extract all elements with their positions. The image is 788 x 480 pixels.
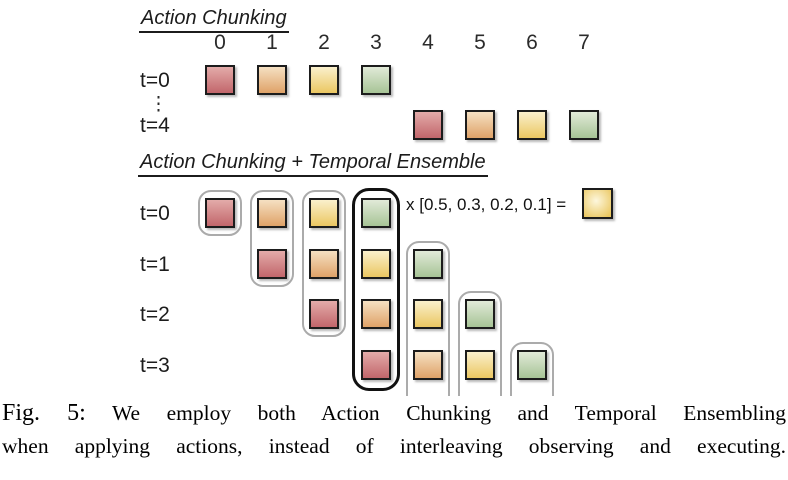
row-label-t0: t=0 [140,69,170,92]
chunk-outline-col6 [510,342,554,396]
caption-line-2: when applying actions, instead of interl… [2,430,786,463]
chunk-outline-col0 [198,190,242,236]
green-action-square [517,350,547,380]
chunk-outline-col4 [406,241,450,396]
red-action-square [309,299,339,329]
figure-area: Action Chunking 0 1 2 3 4 5 6 7 t=0 t=4 ⋮ Action… [138,7,613,396]
current-chunk-outline-col3 [352,188,400,391]
orange-action-square [257,198,287,228]
column-header-0: 0 [214,31,226,54]
red-action-square [361,350,391,380]
caption-figure-number: Fig. 5: [2,400,86,426]
orange-action-square [361,299,391,329]
yellow-action-square [361,249,391,279]
row-label-t0: t=0 [140,202,170,225]
caption-text-2: when applying actions, instead of interl… [2,434,786,458]
yellow-action-square [465,350,495,380]
column-header-4: 4 [422,31,434,54]
caption-text-1: We employ both Action Chunking and Tempo… [111,401,786,425]
ensemble-weights-label: x [0.5, 0.3, 0.2, 0.1] = [406,195,567,214]
column-header-2: 2 [318,31,330,54]
green-action-square [361,198,391,228]
yellow-action-square [309,65,339,95]
vertical-ellipsis: ⋮ [149,94,168,115]
chunk-outline-col2 [302,190,346,337]
orange-action-square [257,65,287,95]
caption-line-1: Fig. 5: We employ both Action Chunking a… [2,397,786,430]
weighted-result-square [582,188,613,219]
yellow-action-square [413,299,443,329]
red-action-square [257,249,287,279]
orange-action-square [413,350,443,380]
column-header-6: 6 [526,31,538,54]
temporal-ensemble-title: Action Chunking + Temporal Ensemble [138,151,488,177]
chunk-outline-col1 [250,190,294,287]
chunk-outline-col5 [458,291,502,396]
green-action-square [413,249,443,279]
column-header-1: 1 [266,31,278,54]
row-label-t2: t=2 [140,303,170,326]
column-header-5: 5 [474,31,486,54]
column-header-3: 3 [370,31,382,54]
red-action-square [205,198,235,228]
green-action-square [569,110,599,140]
yellow-action-square [517,110,547,140]
yellow-action-square [309,198,339,228]
orange-action-square [309,249,339,279]
row-label-t1: t=1 [140,253,170,276]
action-chunking-title: Action Chunking [139,7,289,33]
orange-action-square [465,110,495,140]
red-action-square [205,65,235,95]
green-action-square [361,65,391,95]
row-label-t4: t=4 [140,114,170,137]
figure-caption: Fig. 5: We employ both Action Chunking a… [0,397,788,463]
column-header-7: 7 [578,31,590,54]
green-action-square [465,299,495,329]
red-action-square [413,110,443,140]
row-label-t3: t=3 [140,354,170,377]
